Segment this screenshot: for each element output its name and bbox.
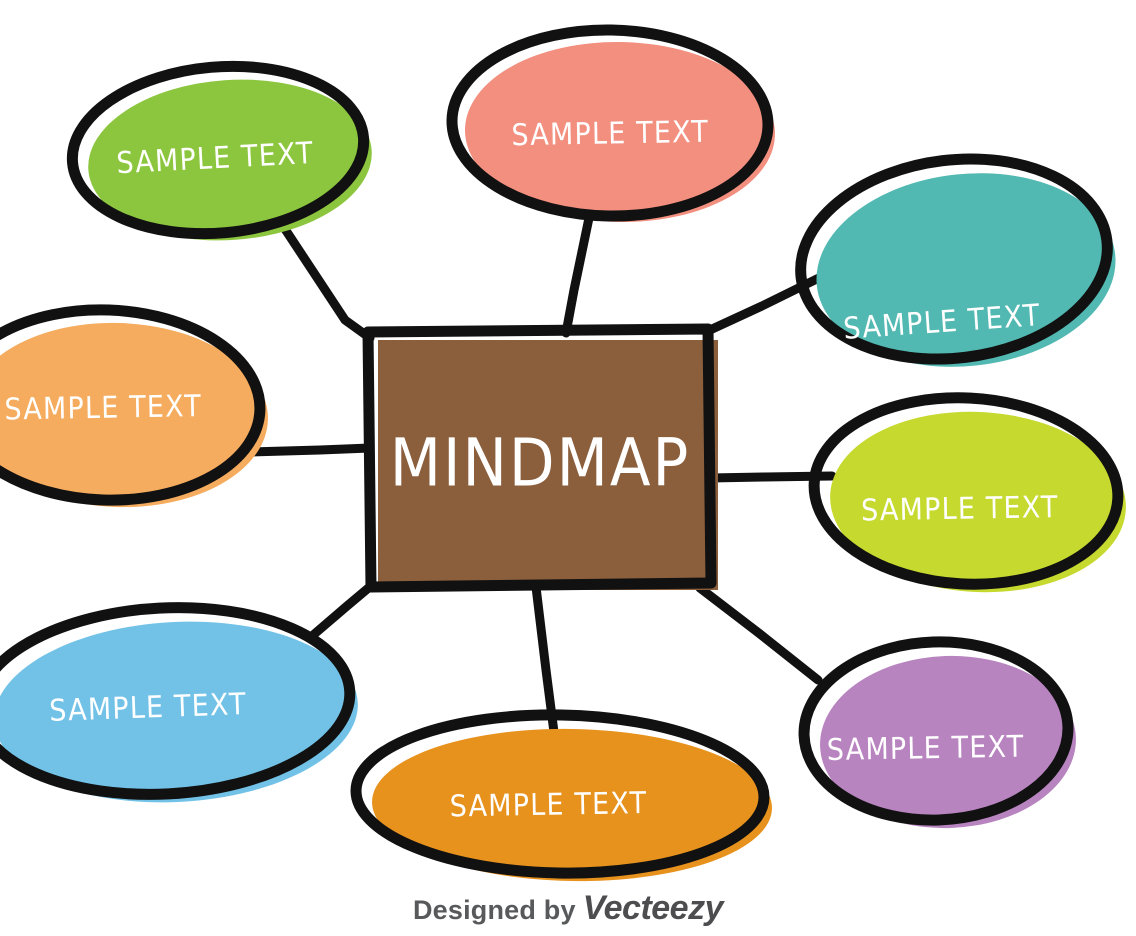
node-orange-light[interactable]: SAMPLE TEXT — [0, 304, 271, 512]
node-blue[interactable]: SAMPLE TEXT — [0, 598, 362, 811]
center-node-outline — [362, 323, 717, 593]
node-blue-fill — [0, 621, 358, 803]
connector-salmon — [561, 213, 594, 338]
center-node-label: MINDMAP — [390, 425, 691, 502]
center-node-fill — [378, 340, 718, 590]
node-lime[interactable]: SAMPLE TEXT — [808, 390, 1130, 599]
node-orange-light-outline — [0, 304, 266, 506]
node-lime-label: SAMPLE TEXT — [861, 490, 1059, 528]
node-teal-fill — [816, 173, 1116, 367]
node-teal[interactable]: SAMPLE TEXT — [789, 142, 1125, 381]
node-purple-label: SAMPLE TEXT — [827, 730, 1025, 768]
node-salmon-label: SAMPLE TEXT — [511, 115, 709, 153]
node-green[interactable]: SAMPLE TEXT — [65, 55, 377, 250]
node-salmon-fill — [465, 41, 775, 223]
connector-layer — [245, 213, 837, 745]
node-salmon-outline — [446, 24, 774, 222]
node-salmon[interactable]: SAMPLE TEXT — [446, 24, 776, 224]
node-orange-dark[interactable]: SAMPLE TEXT — [350, 709, 774, 884]
credit-brand: Vecteezy — [582, 889, 724, 927]
center-node[interactable]: MINDMAP — [362, 323, 718, 593]
node-blue-label: SAMPLE TEXT — [49, 687, 248, 729]
node-lime-fill — [830, 411, 1126, 593]
node-purple-fill — [820, 655, 1076, 829]
node-orange-light-label: SAMPLE TEXT — [4, 389, 202, 427]
node-orange-light-fill — [0, 322, 268, 508]
node-purple[interactable]: SAMPLE TEXT — [798, 636, 1079, 832]
connector-blue — [307, 580, 377, 641]
node-orange-dark-fill — [372, 728, 772, 882]
node-green-outline — [66, 60, 370, 240]
connector-green — [276, 218, 375, 343]
node-purple-outline — [798, 636, 1074, 826]
connector-purple — [695, 583, 823, 685]
connector-orange-light — [245, 443, 375, 457]
node-orange-dark-outline — [350, 709, 770, 879]
node-teal-outline — [795, 153, 1113, 365]
node-green-fill — [88, 79, 372, 241]
connector-teal — [705, 267, 836, 335]
node-orange-dark-label: SAMPLE TEXT — [449, 786, 647, 824]
credit-prefix: Designed by — [412, 895, 576, 925]
node-blue-outline — [0, 602, 356, 800]
node-lime-outline — [808, 392, 1124, 590]
